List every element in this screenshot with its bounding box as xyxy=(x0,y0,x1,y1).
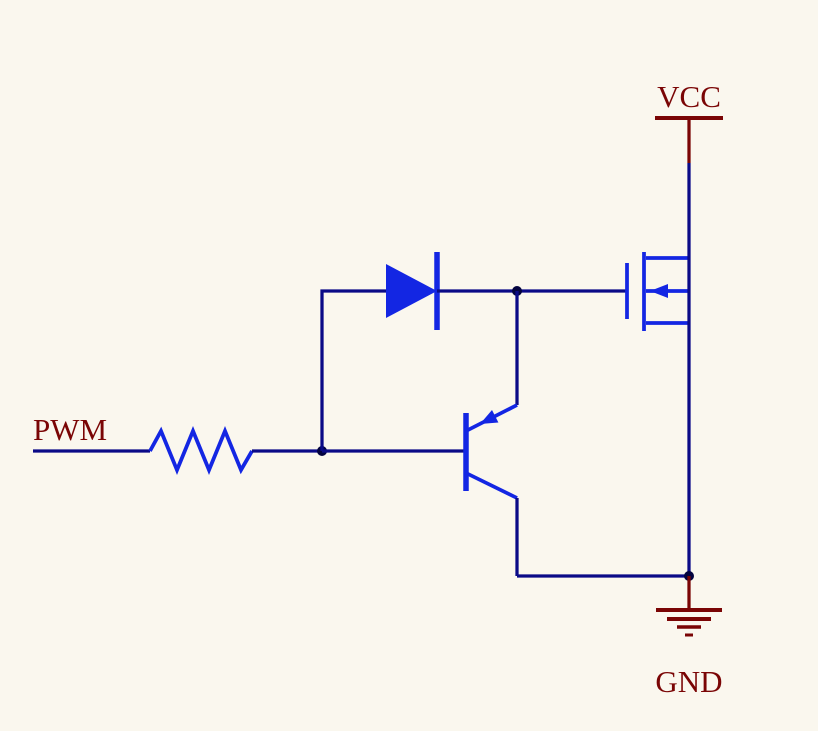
vcc-power-port[interactable]: VCC xyxy=(655,79,723,163)
transistor-collector-lead[interactable] xyxy=(465,471,518,500)
transistor-emitter-arrow-icon xyxy=(480,410,499,424)
resistor-body[interactable] xyxy=(148,426,254,475)
mosfet-body-arrow-icon xyxy=(650,284,668,298)
net-label-vcc[interactable]: VCC xyxy=(657,79,721,114)
resistor[interactable] xyxy=(148,426,254,475)
diode-anode-triangle[interactable] xyxy=(386,264,437,318)
net-label-gnd[interactable]: GND xyxy=(655,664,722,699)
wire-node-to-diode-anode[interactable] xyxy=(320,289,386,451)
gnd-power-port[interactable]: GND xyxy=(655,576,723,699)
diode[interactable] xyxy=(386,252,440,330)
p-channel-mosfet[interactable] xyxy=(625,252,689,331)
net-label-pwm[interactable]: PWM xyxy=(33,412,107,447)
pnp-transistor[interactable] xyxy=(463,403,518,500)
